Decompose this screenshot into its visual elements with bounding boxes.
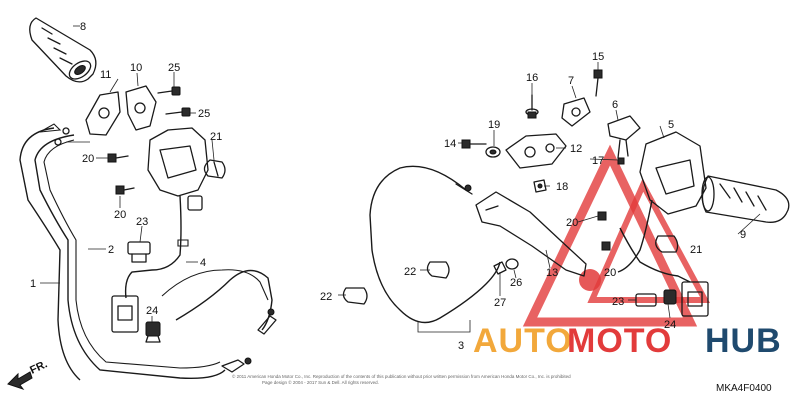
callout-23-left: 23 xyxy=(136,216,148,228)
watermark-dot xyxy=(579,269,601,291)
callout-6: 6 xyxy=(612,99,618,111)
switch-connector-left xyxy=(111,295,139,333)
watermark-auto: AUTO xyxy=(473,322,573,360)
throttle-housing-lower-part-11 xyxy=(85,91,121,136)
callout-19: 19 xyxy=(488,119,500,131)
pivot-bolt-part-16 xyxy=(525,94,539,119)
callout-20-right-b: 20 xyxy=(604,267,616,279)
watermark-moto: MOTO xyxy=(567,322,672,360)
callout-21-left: 21 xyxy=(210,131,222,143)
connector-clip-part-24-left xyxy=(145,321,161,343)
left-switch-housing-part-4 xyxy=(124,127,209,299)
callout-3: 3 xyxy=(458,340,464,352)
bolt-part-20-right-a xyxy=(597,211,607,221)
switch-harness-right xyxy=(619,227,709,317)
brake-switch-part-6 xyxy=(607,115,641,159)
copyright-line-1: © 2011 American Honda Motor Co., Inc. Re… xyxy=(232,373,571,379)
band-part-21-left xyxy=(203,159,226,179)
callout-22-a: 22 xyxy=(404,266,416,278)
callout-15: 15 xyxy=(592,51,604,63)
callout-16: 16 xyxy=(526,72,538,84)
callout-9: 9 xyxy=(740,229,746,241)
callout-10: 10 xyxy=(130,62,142,74)
callout-23-right: 23 xyxy=(612,296,624,308)
brake-lever-bracket-part-12 xyxy=(505,133,567,169)
watermark: AUTO MOTO HUB xyxy=(473,144,782,360)
callout-20-left-b: 20 xyxy=(114,209,126,221)
callout-4: 4 xyxy=(200,257,206,269)
left-grip-part-8 xyxy=(29,17,97,83)
cable-clip-part-23-left xyxy=(127,241,151,263)
nut-part-18 xyxy=(533,179,547,193)
callout-1: 1 xyxy=(30,278,36,290)
watermark-triangle-outer xyxy=(522,144,698,327)
bolt-part-14 xyxy=(461,139,487,149)
lever-holder-part-7 xyxy=(561,97,591,127)
callout-20-left-a: 20 xyxy=(82,153,94,165)
brake-lever-part-13 xyxy=(475,191,587,277)
throttle-cable-part-2 xyxy=(34,134,226,380)
callout-18: 18 xyxy=(556,181,568,193)
callout-13: 13 xyxy=(546,267,558,279)
callout-20-right-a: 20 xyxy=(566,217,578,229)
callout-25-a: 25 xyxy=(168,62,180,74)
brake-cable-part-3 xyxy=(369,165,501,324)
front-direction-arrow: FR. xyxy=(7,358,49,390)
callout-8: 8 xyxy=(80,21,86,33)
front-direction-label: FR. xyxy=(28,358,49,376)
watermark-triangle-inner xyxy=(587,178,711,303)
callout-24-right: 24 xyxy=(664,319,676,331)
screw-part-25-b xyxy=(165,107,191,117)
callout-7: 7 xyxy=(568,75,574,87)
adjuster-washer-part-26 xyxy=(505,258,519,270)
callout-17: 17 xyxy=(592,155,604,167)
callout-21-right: 21 xyxy=(690,244,702,256)
cable-clamp-part-22-a xyxy=(426,261,450,279)
throttle-housing-upper-part-10 xyxy=(125,85,157,131)
callout-14: 14 xyxy=(444,138,456,150)
throttle-cable-part-1 xyxy=(19,123,273,381)
callout-11: 11 xyxy=(100,69,111,81)
screw-part-15 xyxy=(593,69,603,97)
bolt-part-20-left-a xyxy=(107,153,129,163)
callout-27: 27 xyxy=(494,297,506,309)
bolt-part-20-left-b xyxy=(115,185,135,195)
callout-2: 2 xyxy=(108,244,114,256)
callout-25-b: 25 xyxy=(198,108,210,120)
bolt-part-20-right-b xyxy=(601,241,611,251)
callout-22-b: 22 xyxy=(320,291,332,303)
washer-part-19 xyxy=(485,146,501,158)
watermark-hub: HUB xyxy=(705,322,782,360)
adjuster-nut-part-27 xyxy=(493,261,507,275)
right-switch-housing-part-5 xyxy=(617,131,707,273)
right-grip-part-9 xyxy=(701,175,790,223)
callout-24-left: 24 xyxy=(146,305,158,317)
callout-12: 12 xyxy=(570,143,582,155)
callout-26: 26 xyxy=(510,277,522,289)
cable-end-fitting-right xyxy=(257,308,277,335)
screw-part-25-a xyxy=(157,86,181,96)
copyright-line-2: Page design © 2004 - 2017 Sun & Dell. Al… xyxy=(262,379,379,385)
band-part-21-right xyxy=(655,235,679,253)
screw-part-17 xyxy=(617,157,625,165)
connector-clip-part-24-right xyxy=(663,289,677,305)
callout-5: 5 xyxy=(668,119,674,131)
diagram-code: MKA4F0400 xyxy=(716,383,772,394)
cable-end-fitting-left xyxy=(221,357,252,373)
cable-clamp-part-22-b xyxy=(342,287,368,305)
